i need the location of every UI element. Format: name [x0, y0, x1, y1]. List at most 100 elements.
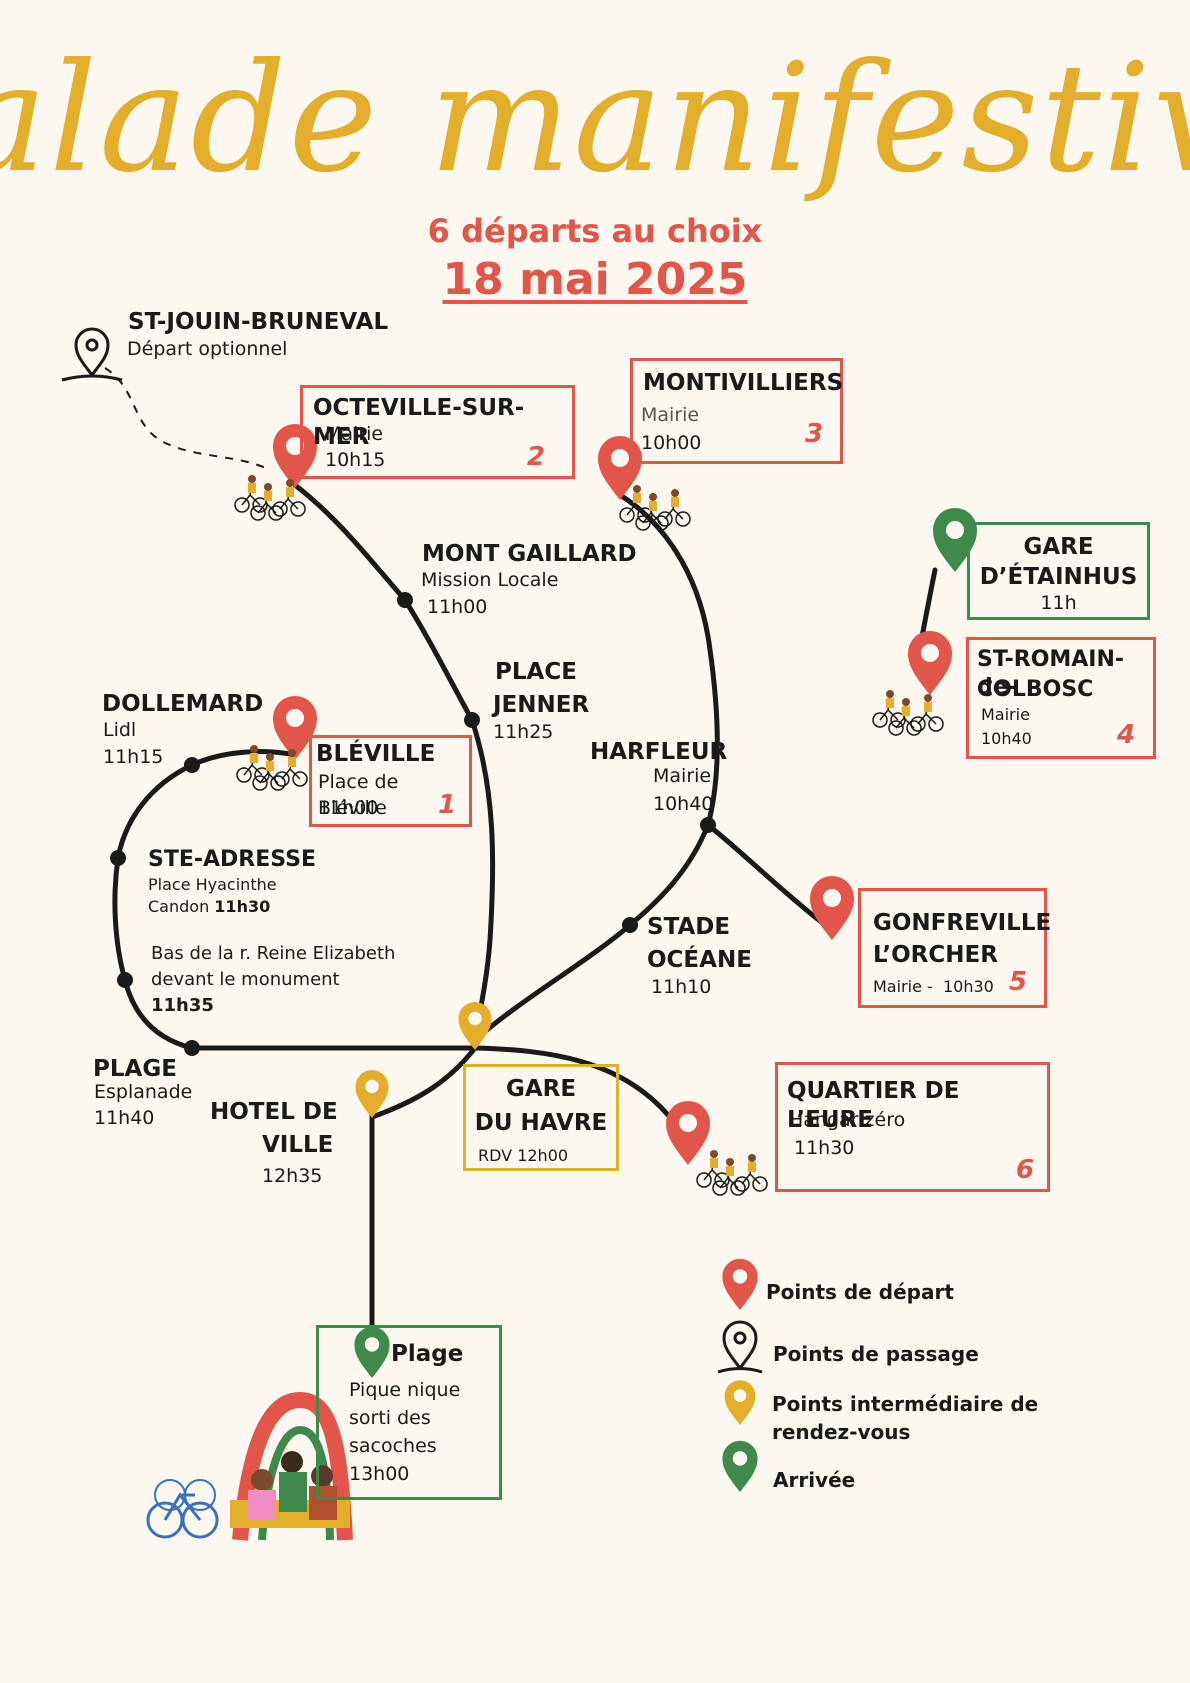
octeville-box: OCTEVILLE-SUR-MER Mairie 10h15 2: [300, 385, 575, 479]
legend-passage-icon: [717, 1320, 763, 1374]
ste-adresse-time: 11h30: [214, 897, 271, 916]
dot-reine-elizabeth: [117, 972, 133, 988]
reine-elizabeth-time: 11h35: [151, 995, 214, 1016]
legend-intermediaire-icon: [724, 1380, 756, 1425]
mont-gaillard-name: MONT GAILLARD: [422, 541, 637, 567]
legend-arrivee-icon: [722, 1440, 758, 1492]
place-jenner-time: 11h25: [493, 721, 554, 743]
montivilliers-name: MONTIVILLIERS: [643, 370, 844, 396]
st-jouin-name: ST-JOUIN-BRUNEVAL: [128, 309, 389, 335]
st-romain-name-line2: COLBOSC: [977, 677, 1094, 702]
event-date: 18 mai 2025: [442, 254, 748, 305]
gonfreville-name-line1: GONFREVILLE: [873, 910, 1052, 936]
subtitle-departs: 6 départs au choix: [427, 212, 763, 250]
ste-adresse-place-line2-text: Candon: [148, 897, 210, 916]
page-title: balade manifestive: [0, 32, 1190, 206]
plage-esplanade-time: 11h40: [94, 1107, 155, 1129]
gare-havre-box: GARE DU HAVRE RDV 12h00: [463, 1064, 619, 1171]
dot-mont-gaillard: [397, 592, 413, 608]
plage-esplanade-name: PLAGE: [93, 1056, 177, 1082]
octeville-time: 10h15: [325, 449, 386, 471]
pin-gare-havre-icon: [458, 1002, 492, 1050]
bleville-place: Place de Bléville: [318, 771, 399, 819]
title-banner: balade manifestive: [0, 32, 1190, 206]
montivilliers-box: MONTIVILLIERS Mairie 10h00 3: [630, 358, 843, 464]
ste-adresse-name: STE-ADRESSE: [148, 847, 316, 872]
st-romain-time: 10h40: [981, 729, 1032, 748]
hotel-de-ville-name-line2: VILLE: [262, 1132, 334, 1158]
st-romain-box: ST-ROMAIN-de- COLBOSC Mairie 10h40 4: [966, 637, 1156, 759]
ste-adresse-place-line2: Candon 11h30: [148, 896, 270, 918]
legend-intermediaire-label-line1: Points intermédiaire de: [772, 1392, 1039, 1416]
legend-depart-label: Points de départ: [766, 1280, 954, 1304]
quartier-eure-place: Hangar zéro: [789, 1109, 906, 1131]
legend-depart-icon: [722, 1258, 758, 1310]
etainhus-time: 11h: [1040, 592, 1077, 614]
legend-arrivee-label: Arrivée: [773, 1468, 856, 1492]
octeville-place: Mairie: [325, 423, 384, 445]
etainhus-name-line1: GARE: [1023, 534, 1094, 560]
dot-stade-oceane: [622, 917, 638, 933]
harfleur-name: HARFLEUR: [590, 739, 728, 765]
dollemard-place: Lidl: [103, 719, 137, 741]
legend-passage-label: Points de passage: [773, 1342, 979, 1366]
dot-ste-adresse: [110, 850, 126, 866]
hotel-de-ville-time: 12h35: [262, 1165, 323, 1187]
pin-gonfreville-icon: [810, 876, 854, 940]
gonfreville-number: 5: [1009, 967, 1028, 997]
bleville-name: BLÉVILLE: [316, 741, 436, 767]
hotel-de-ville-name-line1: HOTEL DE: [210, 1099, 338, 1125]
optional-route-dashed: [104, 367, 271, 471]
quartier-eure-name: QUARTIER DE L’EURE: [787, 1078, 960, 1133]
quartier-eure-box: QUARTIER DE L’EURE Hangar zéro 11h30 6: [775, 1062, 1050, 1192]
montivilliers-time: 10h00: [641, 432, 702, 454]
st-romain-name-line1: ST-ROMAIN-de-: [977, 647, 1125, 700]
quartier-eure-number: 6: [1016, 1155, 1035, 1185]
etainhus-name-line2: D’ÉTAINHUS: [979, 564, 1138, 590]
mont-gaillard-time: 11h00: [427, 596, 488, 618]
harfleur-time: 10h40: [653, 793, 714, 815]
gonfreville-name-line2: L’ORCHER: [873, 942, 998, 968]
gonfreville-box: GONFREVILLE L’ORCHER Mairie - 10h30 5: [858, 888, 1051, 1008]
plage-arrivee-name: Plage: [391, 1341, 464, 1367]
passage-dots: [110, 592, 716, 1056]
reine-elizabeth-line2: devant le monument: [151, 969, 340, 990]
place-jenner-name-line1: PLACE: [495, 659, 577, 685]
octeville-number: 2: [527, 442, 546, 472]
dot-harfleur: [700, 817, 716, 833]
mont-gaillard-place: Mission Locale: [421, 569, 559, 591]
gare-havre-name-line1: GARE: [505, 1076, 577, 1102]
pin-st-jouin-icon: [61, 327, 123, 382]
dot-place-jenner: [464, 712, 480, 728]
dollemard-time: 11h15: [103, 746, 164, 768]
plage-arrivee-time: 13h00: [349, 1463, 410, 1485]
pin-quartier-eure-icon: [666, 1101, 710, 1165]
gonfreville-place: Mairie -: [873, 977, 933, 996]
quartier-eure-time: 11h30: [794, 1137, 855, 1159]
bleville-number: 1: [438, 790, 457, 820]
plage-esplanade-place: Esplanade: [94, 1081, 193, 1103]
legend-intermediaire-label-line2: rendez-vous: [772, 1420, 911, 1444]
plage-arrivee-box: Plage Pique nique sorti des sacoches 13h…: [316, 1325, 502, 1500]
bleville-time: 11h00: [318, 797, 379, 819]
gonfreville-time: 10h30: [943, 977, 994, 996]
st-romain-number: 4: [1117, 720, 1136, 750]
place-jenner-name-line2: JENNER: [493, 692, 590, 718]
gare-havre-rdv: RDV 12h00: [478, 1146, 569, 1165]
octeville-name: OCTEVILLE-SUR-MER: [313, 395, 525, 450]
dollemard-name: DOLLEMARD: [102, 691, 264, 717]
cyclists-quartier-eure-icon: [697, 1150, 767, 1195]
bleville-box: BLÉVILLE Place de Bléville 11h00 1: [309, 735, 472, 827]
montivilliers-number: 3: [805, 419, 824, 449]
stade-oceane-time: 11h10: [651, 976, 712, 998]
pin-st-romain-icon: [908, 631, 952, 695]
st-jouin-note: Départ optionnel: [127, 338, 288, 360]
stade-oceane-name-line1: STADE: [647, 914, 731, 940]
plage-arrivee-line1: Pique nique: [349, 1379, 461, 1401]
dot-plage: [184, 1040, 200, 1056]
montivilliers-place: Mairie: [641, 404, 700, 426]
stade-oceane-name-line2: OCÉANE: [647, 947, 752, 973]
gare-havre-name-line2: DU HAVRE: [474, 1110, 608, 1136]
st-romain-place: Mairie: [981, 705, 1030, 724]
